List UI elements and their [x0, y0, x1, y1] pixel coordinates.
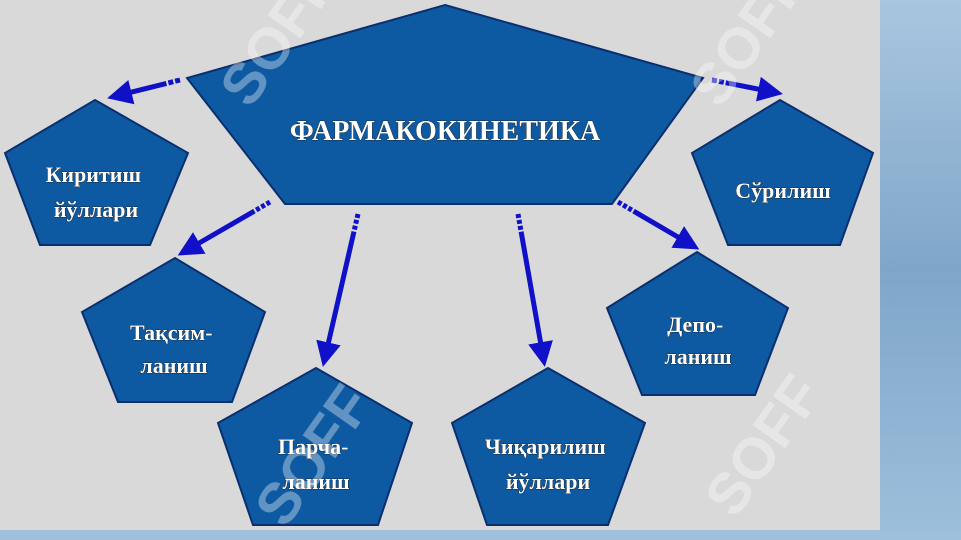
- node-chiqarilish: Чиқарилиш йўллари: [450, 366, 647, 526]
- node-line-2: йўллари: [54, 197, 139, 222]
- arrow-to-kiritish: [107, 77, 181, 105]
- pentagon: [690, 98, 875, 246]
- node-line-1: Парча-: [278, 434, 349, 459]
- arrow-to-taqsimlanish: [177, 199, 272, 256]
- svg-text:Сўрилиш: Сўрилиш: [735, 178, 830, 203]
- node-line-1: Сўрилиш: [735, 178, 830, 203]
- node-line-2: ланиш: [282, 469, 349, 494]
- node-surilish: Сўрилиш: [690, 98, 875, 246]
- node-line-1: Тақсим-: [130, 320, 213, 345]
- right-panel: [880, 0, 961, 540]
- node-line-2: ланиш: [664, 344, 731, 369]
- center-label: ФАРМАКОКИНЕТИКА: [290, 116, 601, 147]
- arrow-to-depolanish: [616, 199, 700, 250]
- svg-text:Парча- ланиш: Парча- ланиш: [278, 434, 354, 494]
- svg-text:Чиқарилиш йўллари: Чиқарилиш йўллари: [485, 434, 612, 494]
- node-line-2: йўллари: [506, 469, 591, 494]
- svg-text:Тақсим- ланиш: Тақсим- ланиш: [130, 320, 218, 378]
- node-line-2: ланиш: [140, 353, 207, 378]
- node-kiritish: Киритиш йўллари: [3, 98, 190, 246]
- arrow-to-parchalanish: [316, 213, 361, 367]
- node-parchalanish: Парча- ланиш: [216, 366, 414, 526]
- arrow-to-chiqarilish: [515, 213, 553, 367]
- pentagon: [80, 256, 267, 403]
- node-line-1: Депо-: [667, 312, 723, 337]
- pentagon: [3, 98, 190, 246]
- pentagon: [216, 366, 414, 526]
- node-depolanish: Депо- ланиш: [605, 250, 790, 396]
- svg-text:Киритиш йўллари: Киритиш йўллари: [45, 162, 146, 222]
- node-line-1: Киритиш: [45, 162, 141, 187]
- center-pentagon: [185, 3, 705, 205]
- svg-text:Депо- ланиш: Депо- ланиш: [664, 312, 731, 369]
- pentagon: [605, 250, 790, 396]
- node-taqsimlanish: Тақсим- ланиш: [80, 256, 267, 403]
- pentagon: [450, 366, 647, 526]
- arrow-to-surilish: [711, 76, 783, 102]
- bottom-band: [0, 530, 961, 540]
- arrows: [107, 76, 783, 367]
- node-line-1: Чиқарилиш: [485, 434, 606, 459]
